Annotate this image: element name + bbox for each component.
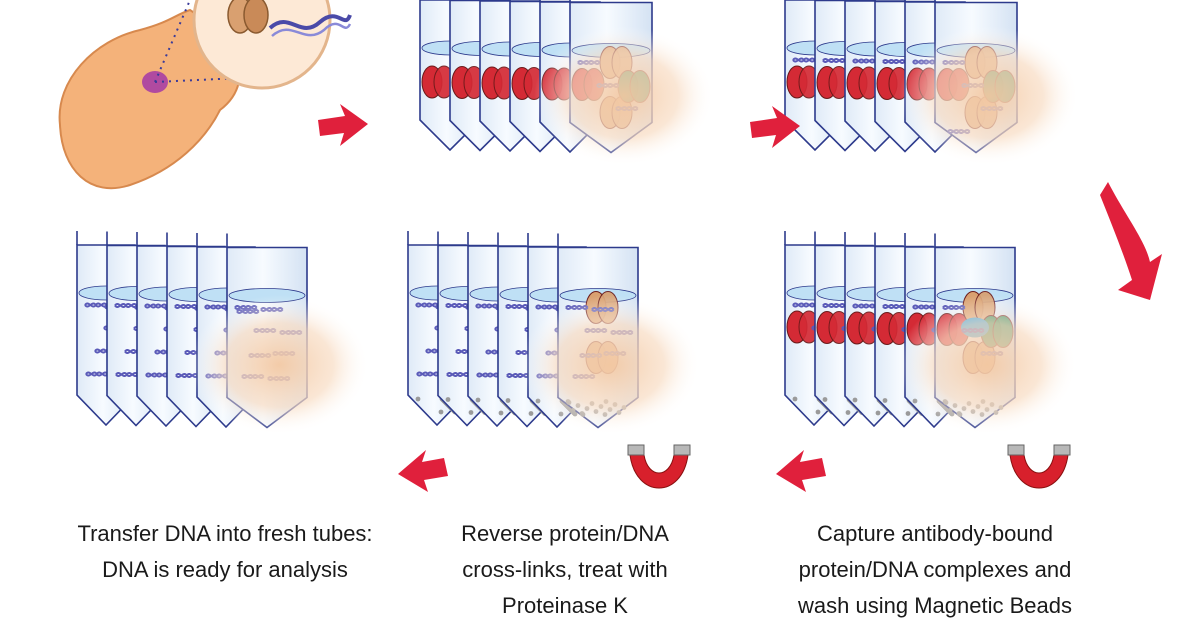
magnet-pole bbox=[673, 444, 691, 456]
tube-shadow bbox=[534, 26, 714, 166]
caption-reverse: Reverse protein/DNA cross-links, treat w… bbox=[400, 516, 730, 624]
tube-shadow bbox=[897, 295, 1078, 435]
caption-line: Transfer DNA into fresh tubes: bbox=[77, 521, 373, 546]
magnet-pole bbox=[627, 444, 645, 456]
dna-strand bbox=[475, 303, 499, 309]
caption-line: wash using Magnetic Beads bbox=[798, 593, 1072, 618]
dna-strand bbox=[822, 302, 846, 309]
cell-body bbox=[58, 8, 241, 190]
arrow-right-1 bbox=[318, 104, 368, 146]
magnet-icon bbox=[627, 444, 691, 489]
zoom-nucleosome bbox=[227, 0, 352, 37]
magnetic-bead bbox=[468, 410, 474, 415]
dna-strand bbox=[535, 304, 559, 310]
dna-strand bbox=[145, 372, 169, 378]
dna-strand bbox=[792, 57, 816, 63]
magnetic-bead bbox=[845, 410, 851, 415]
magnetic-bead bbox=[822, 397, 828, 402]
dna-strand bbox=[85, 371, 109, 377]
magnetic-bead bbox=[852, 397, 858, 403]
flow-arrows bbox=[318, 104, 1162, 492]
caption-line: cross-links, treat with bbox=[462, 557, 668, 582]
magnet-body bbox=[629, 454, 689, 489]
dna-strand bbox=[415, 302, 439, 308]
tube-shadow bbox=[899, 26, 1079, 166]
magnetic-bead bbox=[445, 397, 451, 402]
dna-strand bbox=[416, 371, 440, 377]
caption-line: protein/DNA complexes and bbox=[798, 557, 1072, 582]
cell-illustration bbox=[58, 0, 352, 190]
caption-line: Proteinase K bbox=[502, 593, 628, 618]
caption-line: DNA is ready for analysis bbox=[102, 557, 348, 582]
caption-line: Reverse protein/DNA bbox=[461, 521, 669, 546]
magnet-pole bbox=[1007, 444, 1025, 456]
dna-strand bbox=[204, 304, 228, 310]
dna-strand bbox=[852, 58, 876, 64]
magnetic-bead bbox=[905, 411, 911, 416]
dna-strand bbox=[882, 58, 906, 65]
dna-strand bbox=[882, 303, 906, 310]
dna-strand bbox=[144, 303, 168, 309]
arrow-left-2 bbox=[398, 450, 448, 492]
dna-strand bbox=[792, 302, 816, 308]
magnetic-bead bbox=[505, 398, 511, 403]
magnetic-bead bbox=[438, 409, 444, 415]
zoom-circle bbox=[192, 0, 332, 90]
dna-strand bbox=[115, 371, 139, 378]
dna-strand bbox=[912, 304, 936, 310]
magnetic-bead bbox=[792, 396, 798, 402]
magnetic-bead bbox=[882, 398, 888, 403]
dna-strand bbox=[114, 302, 138, 309]
magnetic-bead bbox=[475, 397, 481, 403]
magnet-body bbox=[1009, 454, 1069, 489]
dna-strand bbox=[476, 372, 500, 378]
dna-strand bbox=[445, 302, 469, 309]
dna-strand bbox=[174, 303, 198, 310]
magnetic-bead bbox=[815, 409, 821, 415]
caption-line: Capture antibody-bound bbox=[816, 521, 1054, 546]
dna-strand bbox=[446, 371, 470, 378]
magnetic-bead bbox=[415, 396, 421, 402]
magnet-pole bbox=[1053, 444, 1071, 456]
magnetic-bead bbox=[875, 410, 881, 416]
magnetic-bead bbox=[498, 410, 504, 416]
dna-strand bbox=[852, 303, 876, 309]
dna-strand bbox=[84, 302, 108, 308]
dna-strand bbox=[822, 57, 846, 64]
arrow-left-1 bbox=[776, 450, 826, 492]
tube-shadow bbox=[520, 295, 701, 435]
caption-capture: Capture antibody-bound protein/DNA compl… bbox=[770, 516, 1100, 624]
dna-strand bbox=[505, 303, 529, 310]
caption-transfer: Transfer DNA into fresh tubes: DNA is re… bbox=[40, 516, 410, 588]
arrow-down-bend bbox=[1100, 182, 1162, 300]
arrow-right-2 bbox=[750, 106, 800, 148]
magnet-icon bbox=[1007, 444, 1071, 489]
magnetic-bead bbox=[528, 411, 534, 416]
tube-shadow bbox=[189, 295, 370, 435]
